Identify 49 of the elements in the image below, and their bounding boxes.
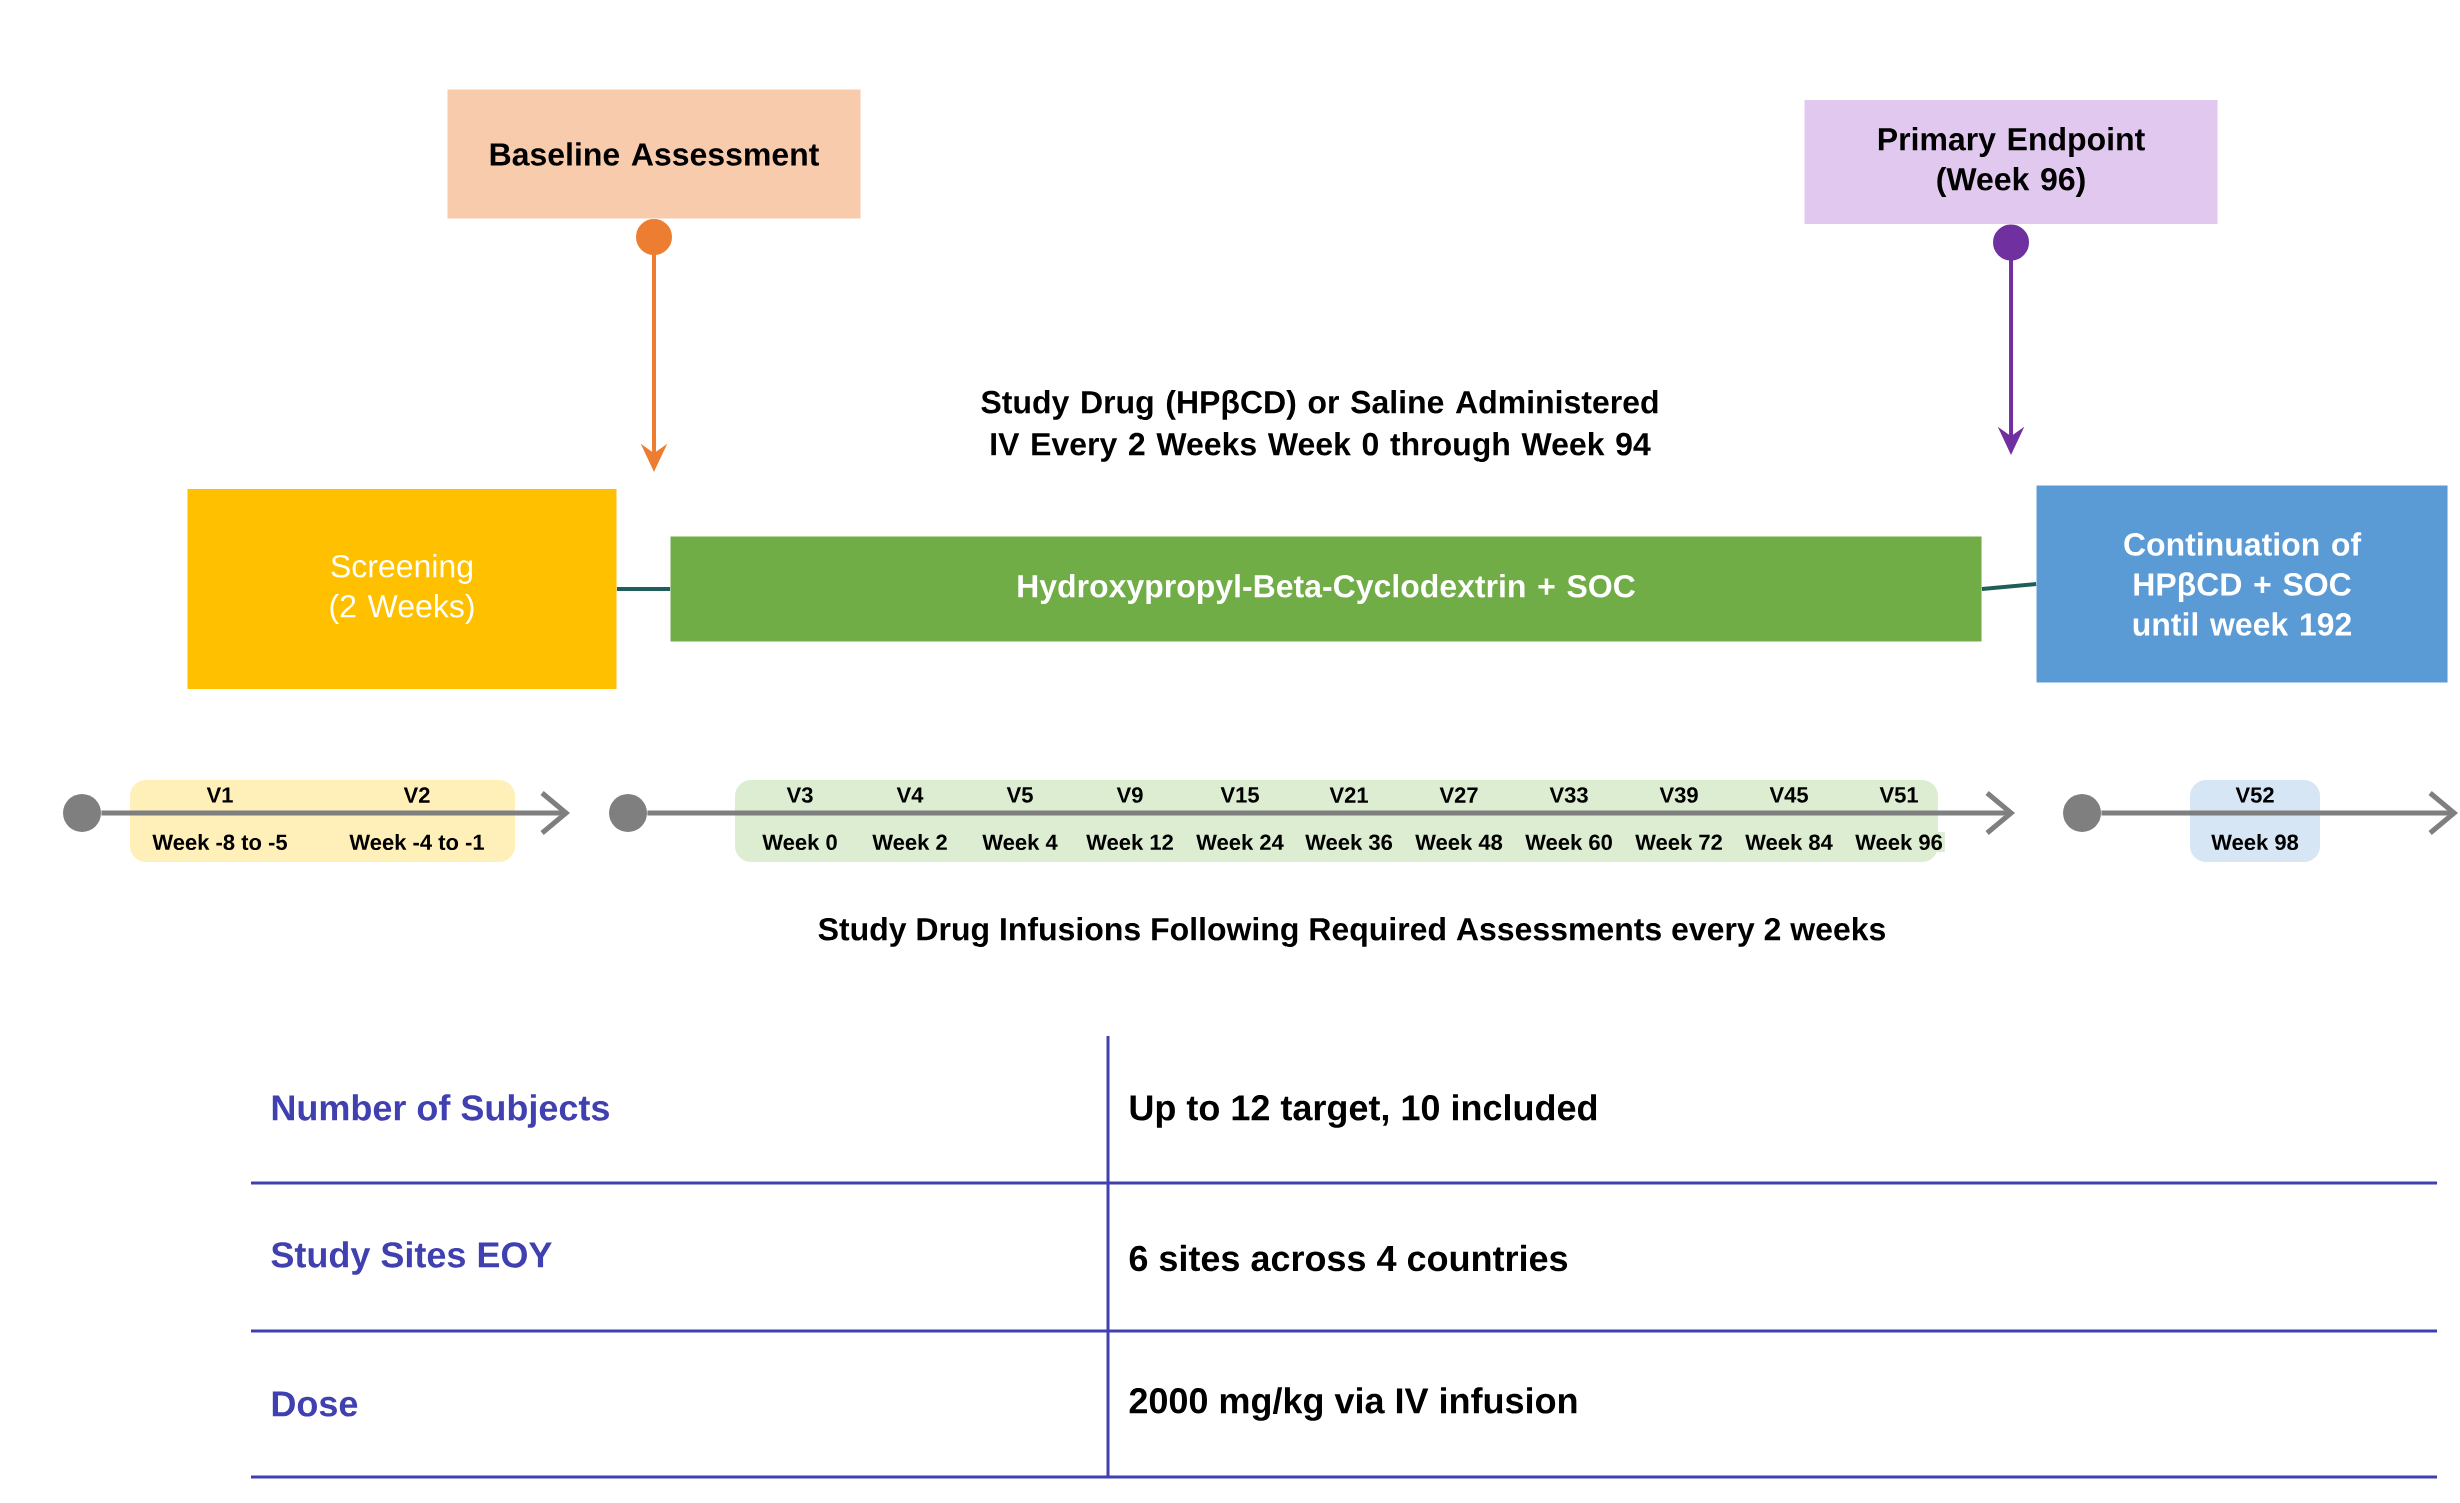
table-cell: 6 sites across 4 countries (1129, 1244, 1568, 1272)
visit-label: V27 (1437, 785, 1481, 805)
visit-label: V1 (204, 785, 236, 805)
week-label: Week 48 (1413, 831, 1505, 853)
visit-marker (609, 794, 647, 832)
connector-line (616, 587, 671, 591)
visit-label: V52 (2233, 785, 2277, 805)
visit-label: V51 (1877, 785, 1921, 805)
week-label: Week 24 (1194, 831, 1286, 853)
week-label: Week -8 to -5 (150, 831, 290, 853)
table-cell: Number of Subjects (272, 1094, 609, 1128)
visit-label: V33 (1547, 785, 1591, 805)
week-label: Week 2 (870, 831, 950, 853)
week-label: Week 4 (980, 831, 1060, 853)
week-label: Week 84 (1743, 831, 1835, 853)
visit-label: V9 (1114, 785, 1146, 805)
caption-text: Study Drug Infusions Following Required Assessments every 2 weeks (818, 917, 1886, 947)
week-label: Week 12 (1084, 831, 1176, 853)
table-cell: 2000 mg/kg via IV infusion (1129, 1387, 1577, 1421)
table-cell: Study Sites EOY (271, 1241, 552, 1275)
week-label: Week 36 (1303, 831, 1395, 853)
visit-label: V21 (1327, 785, 1371, 805)
visit-label: V5 (1004, 785, 1036, 805)
assessment-box: Baseline Assessment (447, 89, 861, 219)
visit-label: V39 (1657, 785, 1701, 805)
week-label: Week 60 (1523, 831, 1615, 853)
visit-label: V4 (894, 785, 926, 805)
note-text: Study Drug (HPβCD) or Saline Administered IV Every 2 Weeks Week 0 through Week 94 (981, 390, 1658, 462)
visit-marker (63, 794, 101, 832)
timeline-arrow (647, 791, 2016, 835)
timeline-arrow (2101, 791, 2459, 835)
week-label: Week 98 (2209, 831, 2301, 853)
table-cell: Dose (272, 1391, 358, 1417)
week-label: Week 0 (760, 831, 840, 853)
visit-label: V45 (1767, 785, 1811, 805)
phase-box: Continuation of HPβCD + SOC until week 192 (2036, 485, 2448, 683)
week-label: Week -4 to -1 (347, 831, 487, 853)
visit-label: V15 (1218, 785, 1262, 805)
phase-box: Screening (2 Weeks) (187, 489, 617, 689)
phase-box: Hydroxypropyl-Beta-Cyclodextrin + SOC (670, 536, 1982, 642)
week-label: Week 72 (1633, 831, 1725, 853)
visit-label: V2 (401, 785, 433, 805)
visit-marker (2063, 794, 2102, 832)
connector-line (1981, 582, 2037, 591)
visit-label: V3 (784, 785, 816, 805)
timeline-arrow (101, 791, 570, 835)
endpoint-box: Primary Endpoint (Week 96) (1804, 100, 2218, 224)
table-cell: Up to 12 target, 10 included (1130, 1094, 1597, 1128)
week-label: Week 96 (1853, 831, 1945, 853)
